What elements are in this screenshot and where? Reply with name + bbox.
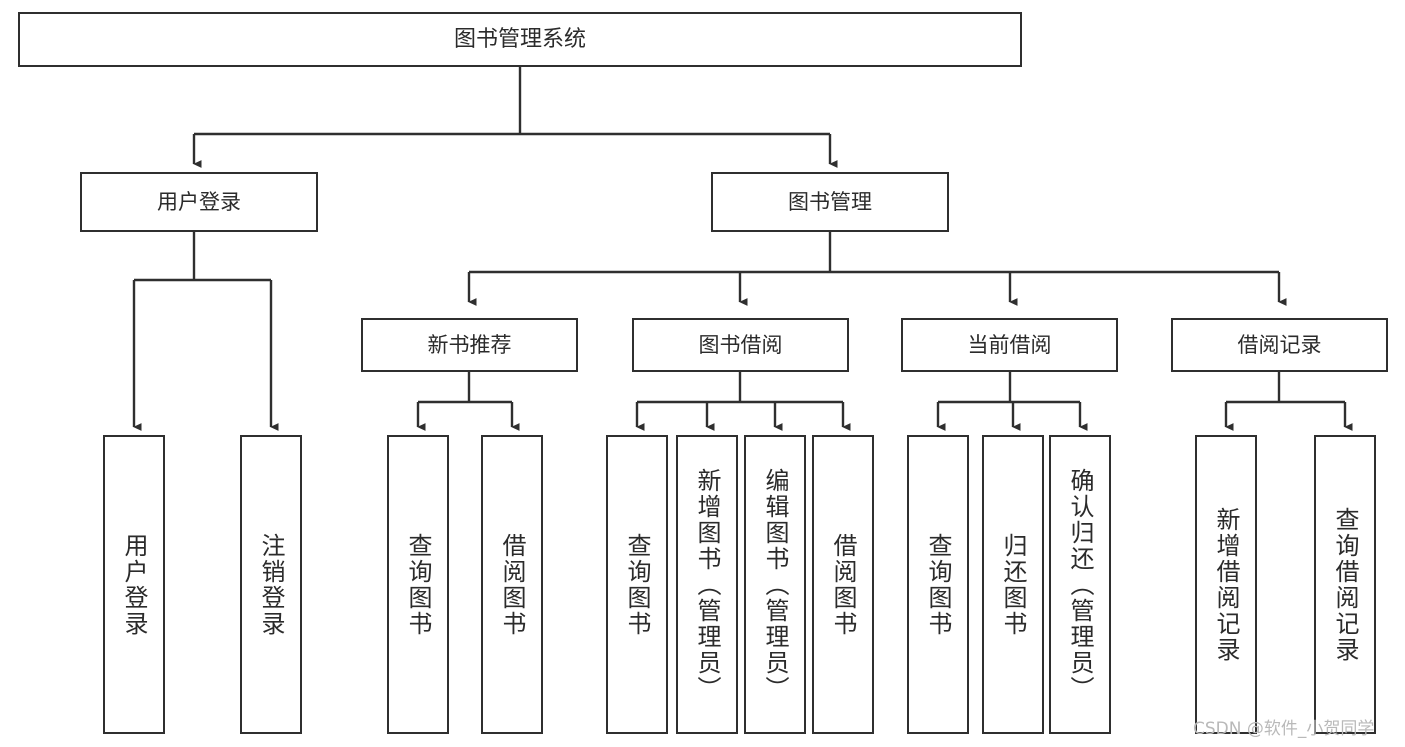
node-label: 注销登录 [257, 532, 285, 637]
node-label: 图书借阅 [698, 332, 783, 357]
node-label: 当前借阅 [967, 332, 1052, 357]
node-label: 图书管理 [788, 189, 872, 214]
leaf-user-login-logout[interactable]: 注销登录 [240, 435, 302, 734]
node-root-system[interactable]: 图书管理系统 [18, 12, 1022, 67]
node-book-borrow[interactable]: 图书借阅 [632, 318, 849, 372]
node-label: 新增借阅记录 [1212, 506, 1240, 663]
node-label: 查询图书 [404, 532, 432, 637]
leaf-borrow-add-book-admin[interactable]: 新增图书（管理员） [676, 435, 738, 734]
node-label: 查询借阅记录 [1331, 506, 1359, 663]
node-label: 图书管理系统 [453, 26, 586, 52]
node-label: 查询图书 [623, 532, 651, 637]
leaf-borrow-query-book[interactable]: 查询图书 [606, 435, 668, 734]
leaf-current-query-book[interactable]: 查询图书 [907, 435, 969, 734]
leaf-records-query-record[interactable]: 查询借阅记录 [1314, 435, 1376, 734]
node-label: 借阅记录 [1237, 332, 1322, 357]
node-label: 新书推荐 [427, 332, 512, 357]
leaf-current-confirm-return-admin[interactable]: 确认归还（管理员） [1049, 435, 1111, 734]
leaf-borrow-borrow-book[interactable]: 借阅图书 [812, 435, 874, 734]
node-user-login[interactable]: 用户登录 [80, 172, 318, 232]
node-label: 确认归还（管理员） [1066, 467, 1094, 702]
node-label: 编辑图书（管理员） [761, 467, 789, 702]
leaf-user-login-login[interactable]: 用户登录 [103, 435, 165, 734]
node-label: 归还图书 [999, 532, 1027, 637]
node-label: 借阅图书 [498, 532, 526, 637]
leaf-records-add-record[interactable]: 新增借阅记录 [1195, 435, 1257, 734]
node-current-borrow[interactable]: 当前借阅 [901, 318, 1118, 372]
node-label: 用户登录 [157, 189, 241, 214]
node-label: 查询图书 [924, 532, 952, 637]
leaf-new-book-borrow[interactable]: 借阅图书 [481, 435, 543, 734]
node-label: 新增图书（管理员） [693, 467, 721, 702]
node-new-book-recommend[interactable]: 新书推荐 [361, 318, 578, 372]
watermark: CSDN @软件_小贺同学 [1193, 719, 1375, 739]
node-book-management[interactable]: 图书管理 [711, 172, 949, 232]
node-borrow-records[interactable]: 借阅记录 [1171, 318, 1388, 372]
node-label: 用户登录 [120, 532, 148, 637]
node-label: 借阅图书 [829, 532, 857, 637]
leaf-new-book-query[interactable]: 查询图书 [387, 435, 449, 734]
leaf-current-return-book[interactable]: 归还图书 [982, 435, 1044, 734]
leaf-borrow-edit-book-admin[interactable]: 编辑图书（管理员） [744, 435, 806, 734]
